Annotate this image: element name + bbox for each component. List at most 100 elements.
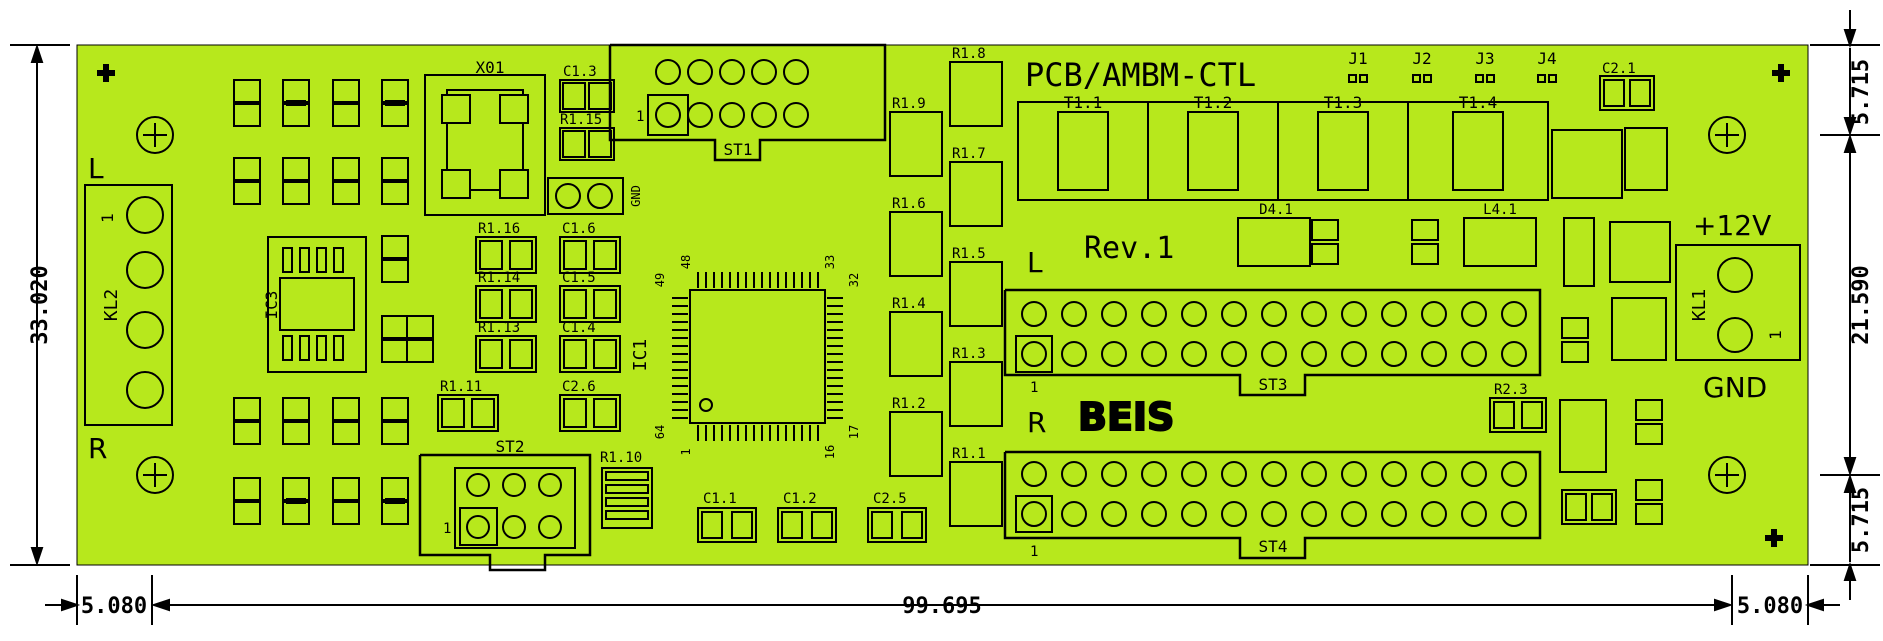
- kl1-pin1: 1: [1766, 330, 1785, 340]
- ic1-label: IC1: [630, 339, 651, 372]
- header-pin: [1021, 501, 1047, 527]
- ic1-pin32: 32: [847, 273, 861, 287]
- header-pin: [1421, 301, 1447, 327]
- st1-label: ST1: [724, 140, 753, 159]
- dim-margin-top: 5.715: [1849, 59, 1874, 125]
- mid-left-pads: [437, 236, 621, 432]
- header-pin: [1381, 501, 1407, 527]
- st4-header: [1003, 450, 1542, 560]
- header-pin: [1501, 501, 1527, 527]
- header-pin: [1061, 341, 1087, 367]
- header-pin: [1261, 501, 1287, 527]
- kl1-label: KL1: [1689, 289, 1710, 322]
- header-pin: [1141, 301, 1167, 327]
- bottom-right-parts: [1489, 297, 1667, 525]
- ic1-pin64: 64: [653, 425, 667, 439]
- header-pin: [1141, 341, 1167, 367]
- st3-label: ST3: [1259, 375, 1288, 394]
- header-pin: [1261, 341, 1287, 367]
- st3-header: [1003, 288, 1542, 397]
- j3-label: J3: [1475, 49, 1494, 68]
- header-pin: [1301, 341, 1327, 367]
- header-pin: [1341, 301, 1367, 327]
- header-pin: [1381, 341, 1407, 367]
- ic1-pin48: 48: [679, 255, 693, 269]
- r18-label: R1.8: [952, 46, 986, 62]
- header-pin: [1341, 341, 1367, 367]
- r110-label: R1.10: [600, 450, 642, 466]
- board-title: PCB/AMBM-CTL: [1025, 56, 1256, 94]
- header-pin: [1461, 461, 1487, 487]
- kl2-label: KL2: [101, 289, 122, 322]
- ic3-label: IC3: [262, 291, 281, 320]
- header-pin: [1061, 501, 1087, 527]
- header-pin: [1261, 301, 1287, 327]
- c15-label: C1.5: [562, 270, 596, 286]
- header-pin: [1181, 301, 1207, 327]
- d41-label: D4.1: [1259, 202, 1293, 218]
- header-pin: [1221, 341, 1247, 367]
- dim-margin-bottom: 5.715: [1849, 487, 1874, 553]
- dim-margin-left: 5.080: [81, 594, 147, 619]
- header-pin: [1381, 301, 1407, 327]
- header-pin: [1021, 461, 1047, 487]
- mounting-holes: [136, 116, 1746, 494]
- ic3-chip: [267, 236, 367, 373]
- header-pin: [1061, 301, 1087, 327]
- header-pin: [1221, 461, 1247, 487]
- d41-l41: [1237, 217, 1537, 267]
- header-pin: [1221, 501, 1247, 527]
- header-pin: [1301, 501, 1327, 527]
- ic1-chip: [672, 272, 843, 441]
- kl2-terminal: [84, 184, 173, 426]
- r17-label: R1.7: [952, 146, 986, 162]
- dim-width-total: 99.695: [902, 594, 981, 619]
- header-pin: [1101, 301, 1127, 327]
- ic1-pin1: 1: [679, 448, 693, 455]
- header-pin: [1141, 461, 1167, 487]
- x01-label: X01: [476, 58, 505, 77]
- dimension-lines: [10, 10, 1880, 625]
- c21-label: C2.1: [1602, 61, 1636, 77]
- c16-label: C1.6: [562, 221, 596, 237]
- kl1-terminal: [1675, 244, 1801, 361]
- ic1-pin16: 16: [823, 445, 837, 459]
- gnd-test-pads: [547, 177, 624, 215]
- resistor-arrays: [889, 61, 1003, 527]
- left-pad-pairs: [233, 79, 434, 525]
- t11-label: T1.1: [1064, 93, 1103, 112]
- header-pin: [1261, 461, 1287, 487]
- header-pin: [1421, 501, 1447, 527]
- header-pin: [1461, 301, 1487, 327]
- r114-label: R1.14: [478, 270, 520, 286]
- st4-pin1: 1: [1030, 544, 1038, 560]
- st2-pin1: 1: [443, 521, 451, 537]
- r113-label: R1.13: [478, 320, 520, 336]
- st4-pins: [1021, 461, 1527, 527]
- ic1-pin33: 33: [823, 255, 837, 269]
- left-r-label: R: [88, 432, 107, 465]
- header-pin: [1181, 501, 1207, 527]
- r111-label: R1.11: [440, 379, 482, 395]
- left-l-label: L: [88, 152, 104, 185]
- header-pin: [1221, 301, 1247, 327]
- header-pin: [1381, 461, 1407, 487]
- header-pin: [1101, 461, 1127, 487]
- header-pin: [1101, 501, 1127, 527]
- c14-label: C1.4: [562, 320, 596, 336]
- header-pin: [1181, 461, 1207, 487]
- j1-label: J1: [1348, 49, 1367, 68]
- header-pin: [1461, 341, 1487, 367]
- header-pin: [1101, 341, 1127, 367]
- fiducial-marks: [97, 64, 1790, 547]
- board-brand: BEIS: [1078, 395, 1174, 439]
- mid-l-label: L: [1027, 246, 1043, 279]
- r115-label: R1.15: [560, 112, 602, 128]
- jumpers: [1348, 74, 1557, 83]
- cap-symbols-left: [286, 100, 405, 504]
- r23-label: R2.3: [1494, 382, 1528, 398]
- power-label: +12V: [1693, 209, 1771, 242]
- st4-label: ST4: [1259, 537, 1288, 556]
- header-pin: [1301, 461, 1327, 487]
